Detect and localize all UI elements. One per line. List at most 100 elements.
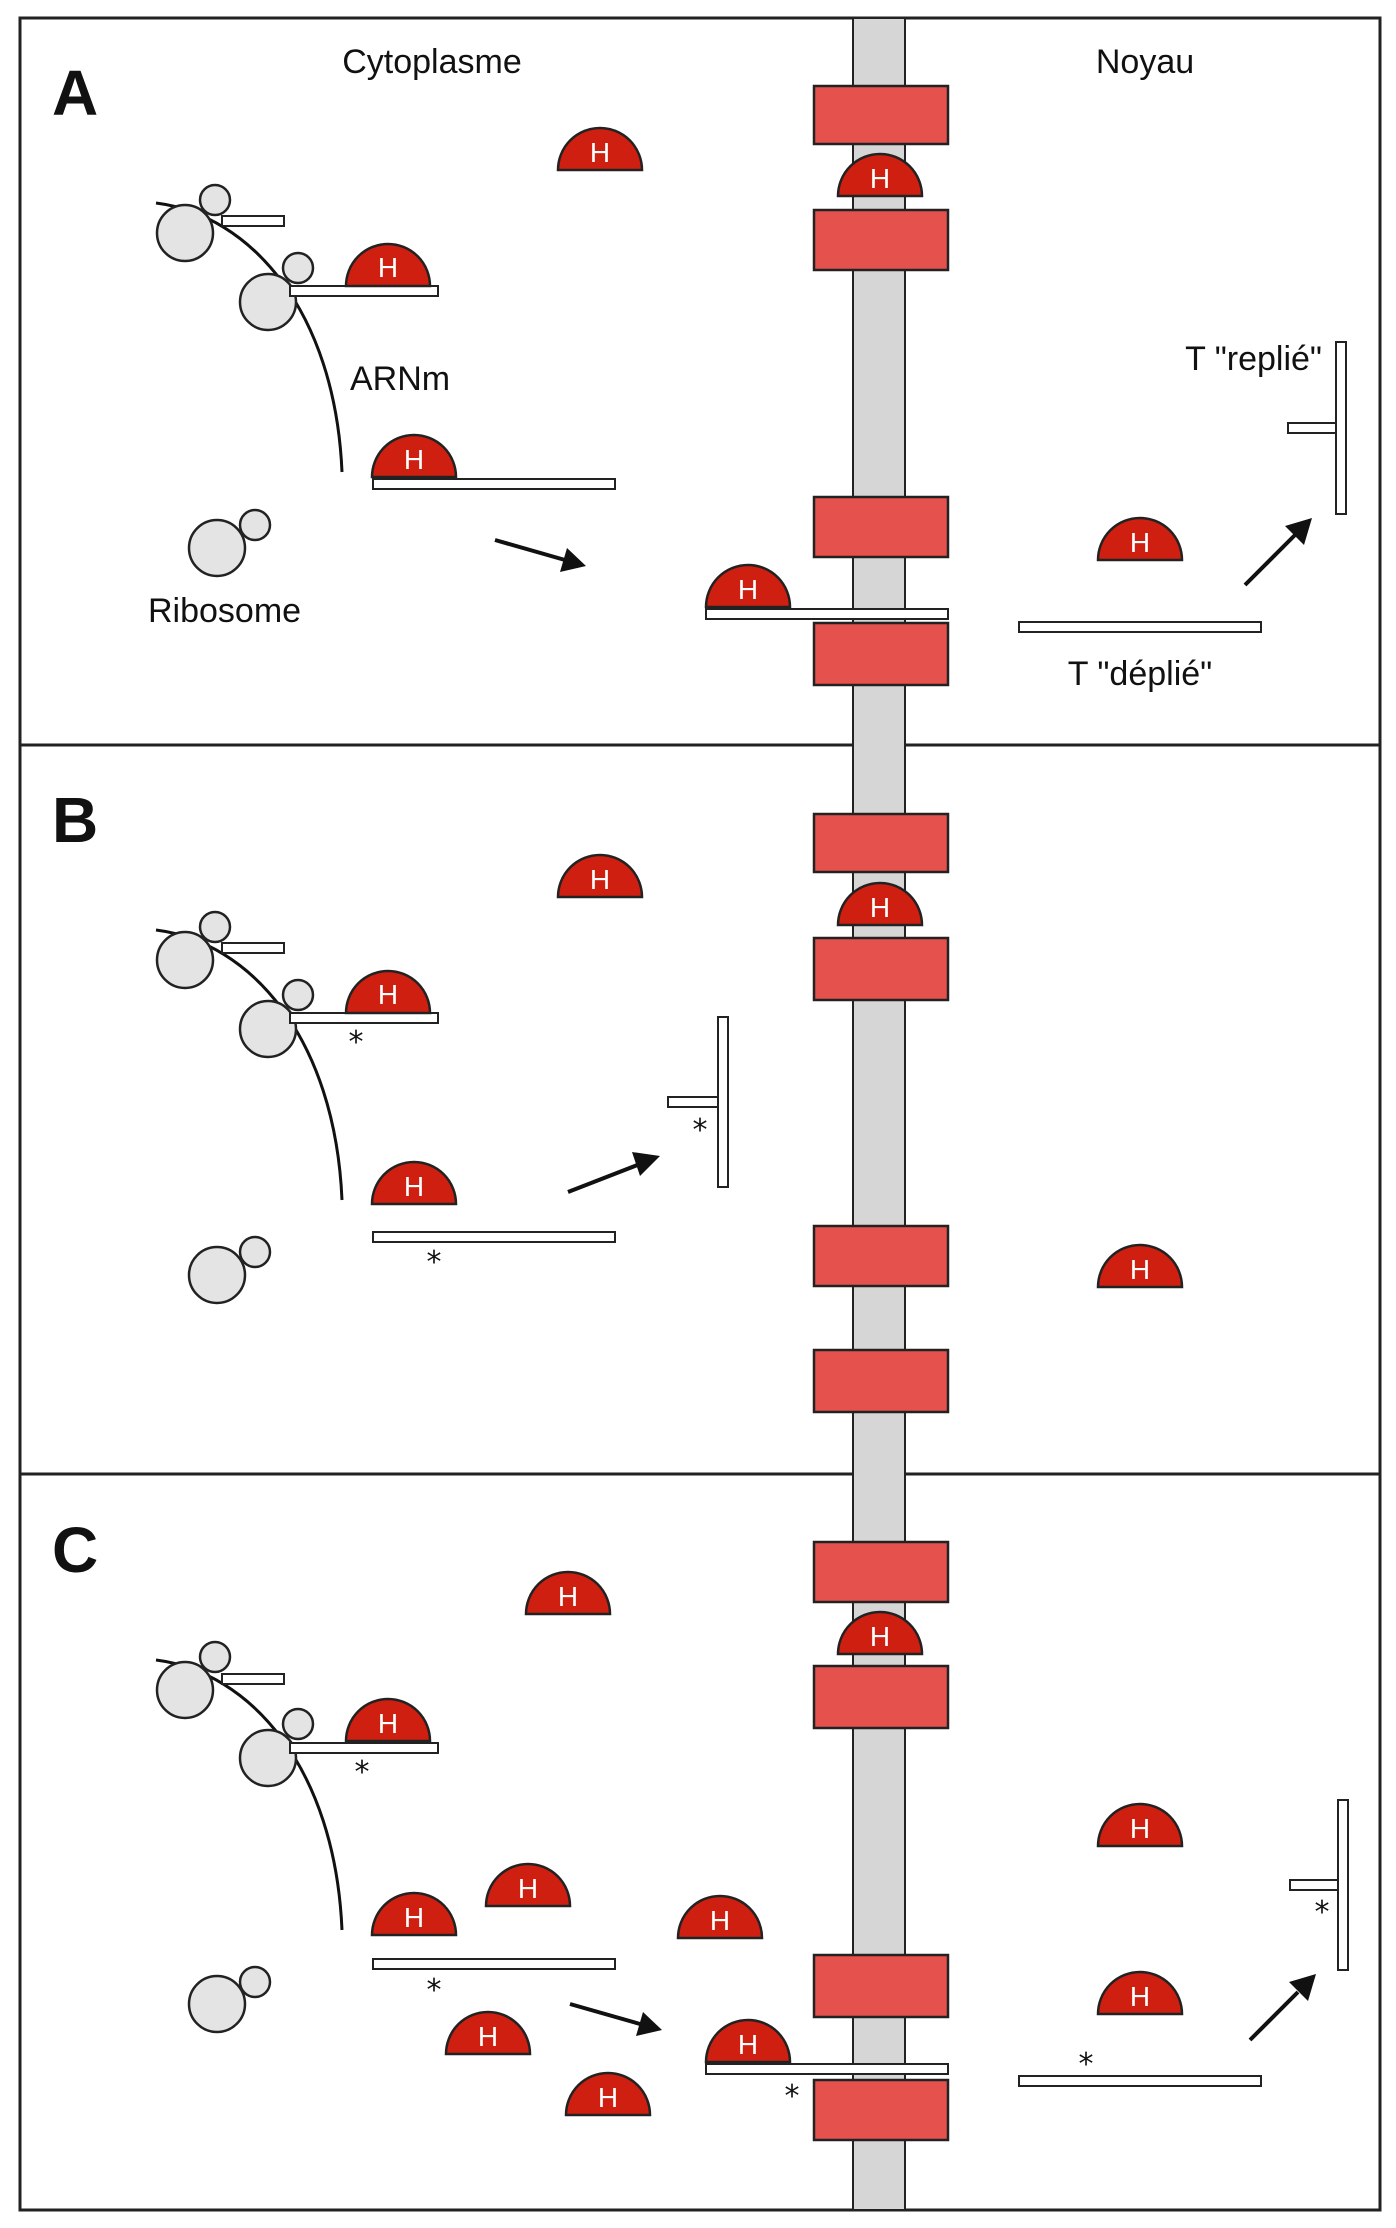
ribosome-small-subunit — [238, 1235, 272, 1269]
arrowhead — [1289, 1974, 1316, 2001]
ribosome-small-subunit — [198, 183, 232, 217]
hsp-chaperone — [556, 853, 644, 899]
ribosome-small-subunit — [238, 1965, 272, 1999]
hsp-chaperone — [564, 2071, 652, 2117]
arrow — [1248, 1990, 1300, 2042]
hsp-chaperone — [444, 2010, 532, 2056]
ribosome-small-subunit — [198, 910, 232, 944]
modification-mark: * — [427, 1245, 442, 1280]
arrow — [567, 1162, 641, 1194]
ribosome-large-subunit — [238, 999, 298, 1059]
folded-protein-t-stem — [1337, 1799, 1349, 1971]
hsp-chaperone — [344, 1697, 432, 1743]
hsp-label: H — [870, 1621, 890, 1652]
hsp-label: H — [870, 892, 890, 923]
nuclear-envelope — [852, 17, 906, 2211]
pore-block — [812, 84, 950, 146]
pore-block — [812, 1953, 950, 2019]
hsp-chaperone — [370, 1160, 458, 1206]
hsp-label: H — [738, 574, 758, 605]
panel-letter-a: A — [52, 57, 98, 129]
hsp-chaperone — [836, 1610, 924, 1656]
nuclear-membrane-bar — [852, 17, 906, 2211]
folded-protein-t-stem — [1335, 341, 1347, 515]
hsp-chaperone — [484, 1862, 572, 1908]
modification-mark: * — [1315, 1895, 1330, 1930]
hsp-chaperone — [704, 563, 792, 609]
arrowhead — [1285, 518, 1312, 545]
hsp-label: H — [404, 444, 424, 475]
modification-mark: * — [349, 1025, 364, 1060]
pore-block — [812, 1664, 950, 1730]
pore-block — [812, 208, 950, 272]
pore-block — [812, 1224, 950, 1288]
ribosome-large-subunit — [155, 203, 215, 263]
ribosome-large-subunit — [187, 1245, 247, 1305]
translocating-chain — [705, 608, 949, 620]
hsp-label: H — [478, 2021, 498, 2052]
pore-block — [812, 2078, 950, 2142]
hsp-label: H — [1130, 1813, 1150, 1844]
panel-a: A ARNm H H H H Ribosome — [52, 57, 1347, 693]
figure-frame — [18, 16, 1382, 2212]
ribosome-large-subunit — [187, 518, 247, 578]
modification-mark: * — [355, 1755, 370, 1790]
pore-block — [812, 621, 950, 687]
hsp-label: H — [598, 2082, 618, 2113]
nucleus-label: Noyau — [1096, 43, 1194, 81]
pore-block — [812, 1348, 950, 1414]
hsp-label: H — [870, 163, 890, 194]
hsp-label: H — [518, 1873, 538, 1904]
hsp-label: H — [1130, 1981, 1150, 2012]
cytoplasm-label: Cytoplasme — [342, 43, 522, 81]
ribosome-small-subunit — [238, 508, 272, 542]
t-folded-label: T "replié" — [1185, 340, 1322, 378]
arrowhead — [632, 1152, 660, 1176]
hsp-label: H — [404, 1171, 424, 1202]
ribosome-large-subunit — [238, 1728, 298, 1788]
ribosome-small-subunit — [198, 1640, 232, 1674]
nascent-chain — [221, 942, 285, 954]
hsp-chaperone — [370, 433, 458, 479]
ribosome-large-subunit — [155, 930, 215, 990]
hsp-chaperone — [370, 1891, 458, 1937]
nascent-chain — [289, 1742, 439, 1754]
unfolded-protein-t — [1018, 621, 1262, 633]
unfolded-protein-t — [1018, 2075, 1262, 2087]
ribosome-large-subunit — [238, 272, 298, 332]
nascent-chain — [289, 1012, 439, 1024]
hsp-chaperone — [1096, 1243, 1184, 1289]
hsp-chaperone — [344, 242, 432, 288]
arrow — [569, 2002, 641, 2026]
modification-mark: * — [785, 2079, 800, 2114]
unfolded-chain — [372, 1231, 616, 1243]
translocating-chain — [705, 2063, 949, 2075]
hsp-label: H — [590, 864, 610, 895]
ribosome-small-subunit — [281, 978, 315, 1012]
hsp-chaperone — [1096, 1970, 1184, 2016]
nascent-chain — [221, 215, 285, 227]
hsp-label: H — [1130, 1254, 1150, 1285]
hsp-chaperone — [556, 126, 644, 172]
hsp-chaperone — [836, 152, 924, 198]
hsp-label: H — [590, 137, 610, 168]
arrow — [494, 538, 566, 562]
hsp-chaperone — [344, 969, 432, 1015]
ribosome-small-subunit — [281, 251, 315, 285]
hsp-chaperone — [1096, 1802, 1184, 1848]
folded-protein-t-arm — [1287, 422, 1337, 434]
hsp-chaperone — [836, 881, 924, 927]
hsp-label: H — [378, 979, 398, 1010]
hsp-label: H — [404, 1902, 424, 1933]
unfolded-chain — [372, 478, 616, 490]
nascent-chain — [221, 1673, 285, 1685]
hsp-label: H — [710, 1905, 730, 1936]
modification-mark: * — [1079, 2047, 1094, 2082]
unfolded-chain — [372, 1958, 616, 1970]
panel-b: B H * H H H * — [52, 784, 1184, 1414]
hsp-label: H — [378, 1708, 398, 1739]
hsp-label: H — [378, 252, 398, 283]
hsp-label: H — [738, 2029, 758, 2060]
panel-c: C H * H H H H H H H * — [52, 1514, 1349, 2142]
